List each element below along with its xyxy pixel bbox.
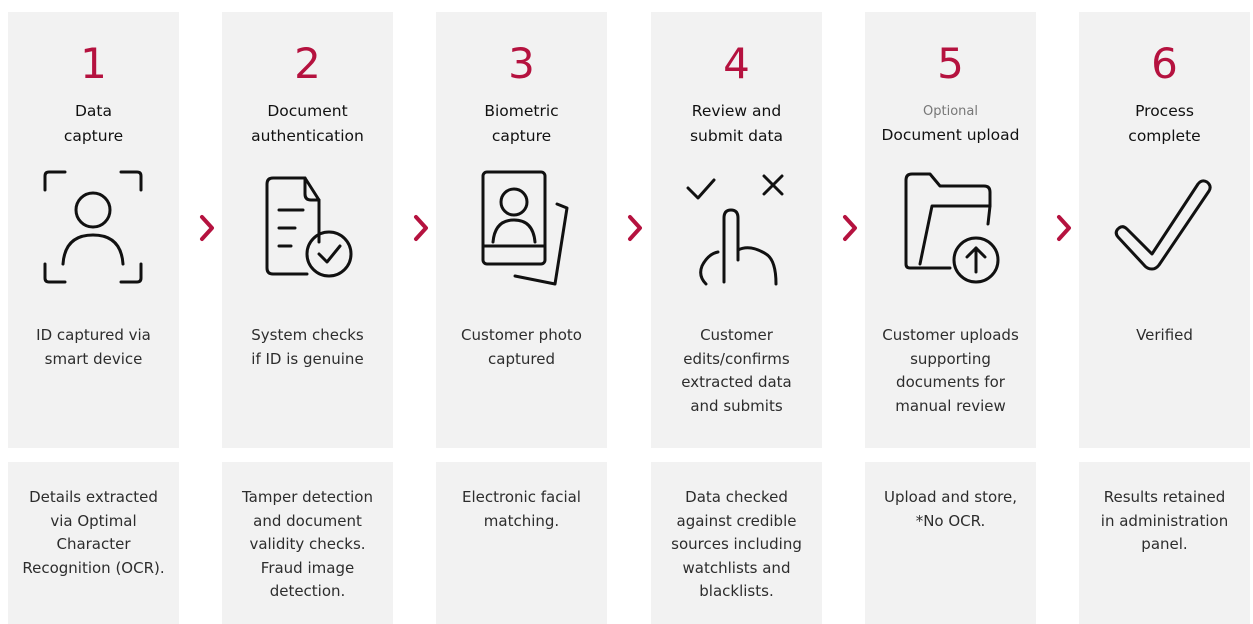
- chevron-right-icon: [413, 214, 429, 242]
- step-number: 4: [723, 39, 750, 88]
- step-description: Verified: [1085, 324, 1244, 348]
- step-card: [1079, 12, 1250, 448]
- step-detail-card: [1079, 462, 1250, 624]
- document-check-icon: [257, 168, 357, 286]
- detail-line: Electronic facial: [462, 488, 581, 506]
- step-title: Document upload: [865, 123, 1036, 148]
- step-detail: Details extracted via Optimal Character …: [12, 486, 175, 580]
- step-description: Customer edits/confirms extracted data a…: [657, 324, 816, 418]
- step-title: Biometric capture: [436, 99, 607, 149]
- description-line: edits/confirms: [683, 349, 790, 368]
- detail-line: *No OCR.: [915, 511, 986, 530]
- step-detail: Upload and store, *No OCR.: [869, 486, 1032, 533]
- detail-line: panel.: [1141, 535, 1188, 553]
- step-title: Process complete: [1079, 99, 1250, 149]
- detail-line: against credible: [676, 511, 797, 530]
- step-title: Review and submit data: [651, 99, 822, 149]
- step-title-line: Data: [74, 102, 112, 120]
- step-description: Customer photo captured: [442, 324, 601, 371]
- description-line: captured: [488, 349, 555, 368]
- description-line: Verified: [1136, 326, 1193, 344]
- step-title-line: Document: [267, 102, 348, 120]
- detail-line: validity checks.: [249, 535, 366, 553]
- description-line: ID captured via: [36, 326, 151, 344]
- chevron-right-icon: [842, 214, 858, 242]
- step-card: [8, 12, 179, 448]
- description-line: Customer: [700, 326, 773, 344]
- step-title: Document authentication: [222, 99, 393, 149]
- step-detail-card: [436, 462, 607, 624]
- step-number: 3: [508, 39, 535, 88]
- description-line: manual review: [895, 396, 1006, 415]
- detail-line: Upload and store,: [883, 488, 1018, 506]
- step-title-line: complete: [1128, 127, 1201, 145]
- detail-line: Tamper detection: [241, 488, 373, 506]
- step-detail-card: [222, 462, 393, 624]
- step-detail-card: [865, 462, 1036, 624]
- step-number: 1: [80, 39, 107, 88]
- step-number: 5: [937, 39, 964, 88]
- detail-line: Recognition (OCR).: [22, 558, 165, 577]
- chevron-right-icon: [199, 214, 215, 242]
- step-title-line: submit data: [689, 127, 784, 145]
- optional-label: Optional: [923, 104, 978, 119]
- chevron-right-icon: [1056, 214, 1072, 242]
- step-title-line: Review and: [691, 102, 782, 120]
- description-line: Customer uploads: [882, 326, 1019, 344]
- step-detail: Electronic facial matching.: [440, 486, 603, 533]
- description-line: and submits: [690, 396, 783, 415]
- step-title: Data capture: [8, 99, 179, 149]
- step-card: [222, 12, 393, 448]
- detail-line: matching.: [483, 511, 560, 530]
- description-line: System checks: [251, 326, 364, 344]
- detail-line: Fraud image: [260, 558, 355, 577]
- step-title-line: capture: [63, 127, 124, 145]
- step-title-line: authentication: [251, 127, 364, 145]
- detail-line: Results retained: [1103, 488, 1226, 506]
- face-scan-icon: [43, 168, 143, 286]
- step-detail-card: [651, 462, 822, 624]
- detail-line: detection.: [269, 582, 346, 600]
- detail-line: blacklists.: [699, 582, 774, 600]
- step-number: 6: [1151, 39, 1178, 88]
- folder-upload-icon: [900, 168, 1000, 286]
- detail-line: in administration: [1100, 511, 1229, 530]
- step-description: System checks if ID is genuine: [228, 324, 387, 371]
- step-description: ID captured via smart device: [14, 324, 173, 371]
- step-title-line: Biometric: [484, 102, 559, 120]
- description-line: extracted data: [681, 373, 792, 391]
- chevron-right-icon: [627, 214, 643, 242]
- step-card: [865, 12, 1036, 448]
- step-title-line: Document upload: [881, 126, 1020, 144]
- detail-line: sources including: [671, 535, 802, 553]
- detail-line: Data checked: [685, 488, 788, 506]
- description-line: Customer photo: [461, 326, 582, 344]
- detail-line: watchlists and: [682, 558, 791, 577]
- photo-id-icon: [471, 168, 571, 286]
- step-description: Customer uploads supporting documents fo…: [871, 324, 1030, 418]
- description-line: if ID is genuine: [251, 349, 364, 368]
- step-detail: Data checked against credible sources in…: [655, 486, 818, 604]
- checkmark-icon: [1114, 168, 1214, 286]
- step-detail-card: [8, 462, 179, 624]
- step-detail: Tamper detection and document validity c…: [226, 486, 389, 604]
- step-title-line: Process: [1135, 102, 1194, 120]
- hand-select-icon: [686, 168, 786, 286]
- detail-line: and document: [253, 511, 362, 530]
- detail-line: via Optimal: [50, 511, 137, 530]
- step-detail: Results retained in administration panel…: [1083, 486, 1246, 557]
- detail-line: Character: [56, 535, 131, 553]
- detail-line: Details extracted: [29, 488, 158, 506]
- step-card: [436, 12, 607, 448]
- description-line: documents for: [896, 373, 1005, 391]
- description-line: smart device: [44, 349, 143, 368]
- step-title-line: capture: [491, 127, 552, 145]
- description-line: supporting: [910, 349, 991, 368]
- step-number: 2: [294, 39, 321, 88]
